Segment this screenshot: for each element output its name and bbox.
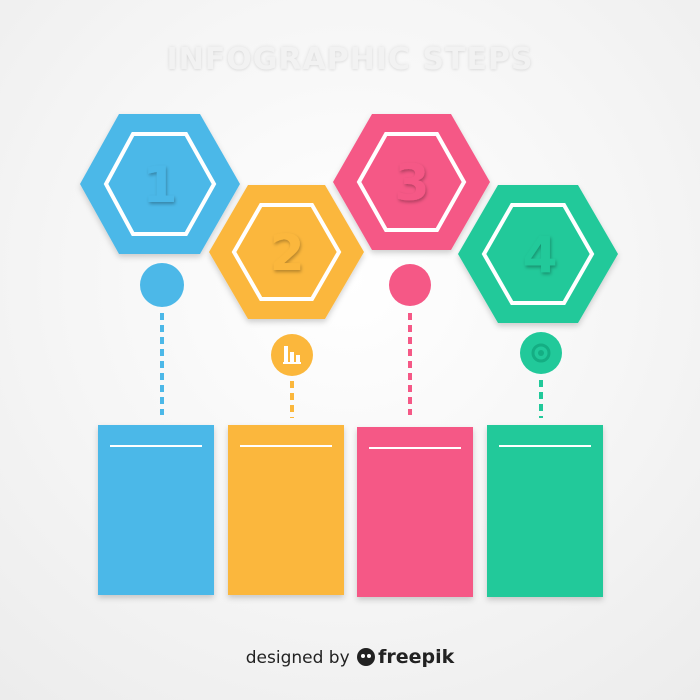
step-2-hexagon-outline [231,203,342,301]
step-1: 1 [80,114,240,595]
blank-circle-icon [140,263,184,307]
step-4-hexagon-outline [481,203,595,305]
step-1-hexagon [80,114,240,254]
step-2-hexagon [209,185,364,319]
bar-chart-icon [271,334,313,376]
attribution: designed by freepik [0,646,700,668]
freepik-logo-icon [357,648,376,666]
infographic-title: INFOGRAPHIC STEPS [166,42,534,77]
step-4-card [487,425,603,597]
step-3-card [357,427,473,597]
attribution-prefix: designed by [245,648,350,668]
attribution-brand: freepik [378,646,455,668]
step-4: 4 [458,185,618,597]
step-2-card [228,425,344,595]
step-3-hexagon [333,114,490,250]
step-3-hexagon-outline [356,132,467,232]
step-1-hexagon-outline [103,132,217,236]
step-4-number: 4 [523,226,558,284]
step-2-number: 2 [270,224,305,282]
step-4-hexagon [458,185,618,323]
step-3: 3 [333,114,490,597]
step-1-card [98,425,214,595]
step-1-number: 1 [143,156,178,214]
blank-circle-icon [389,264,431,306]
step-2: 2 [209,185,364,595]
gear-icon [520,332,562,374]
step-3-number: 3 [395,154,430,212]
